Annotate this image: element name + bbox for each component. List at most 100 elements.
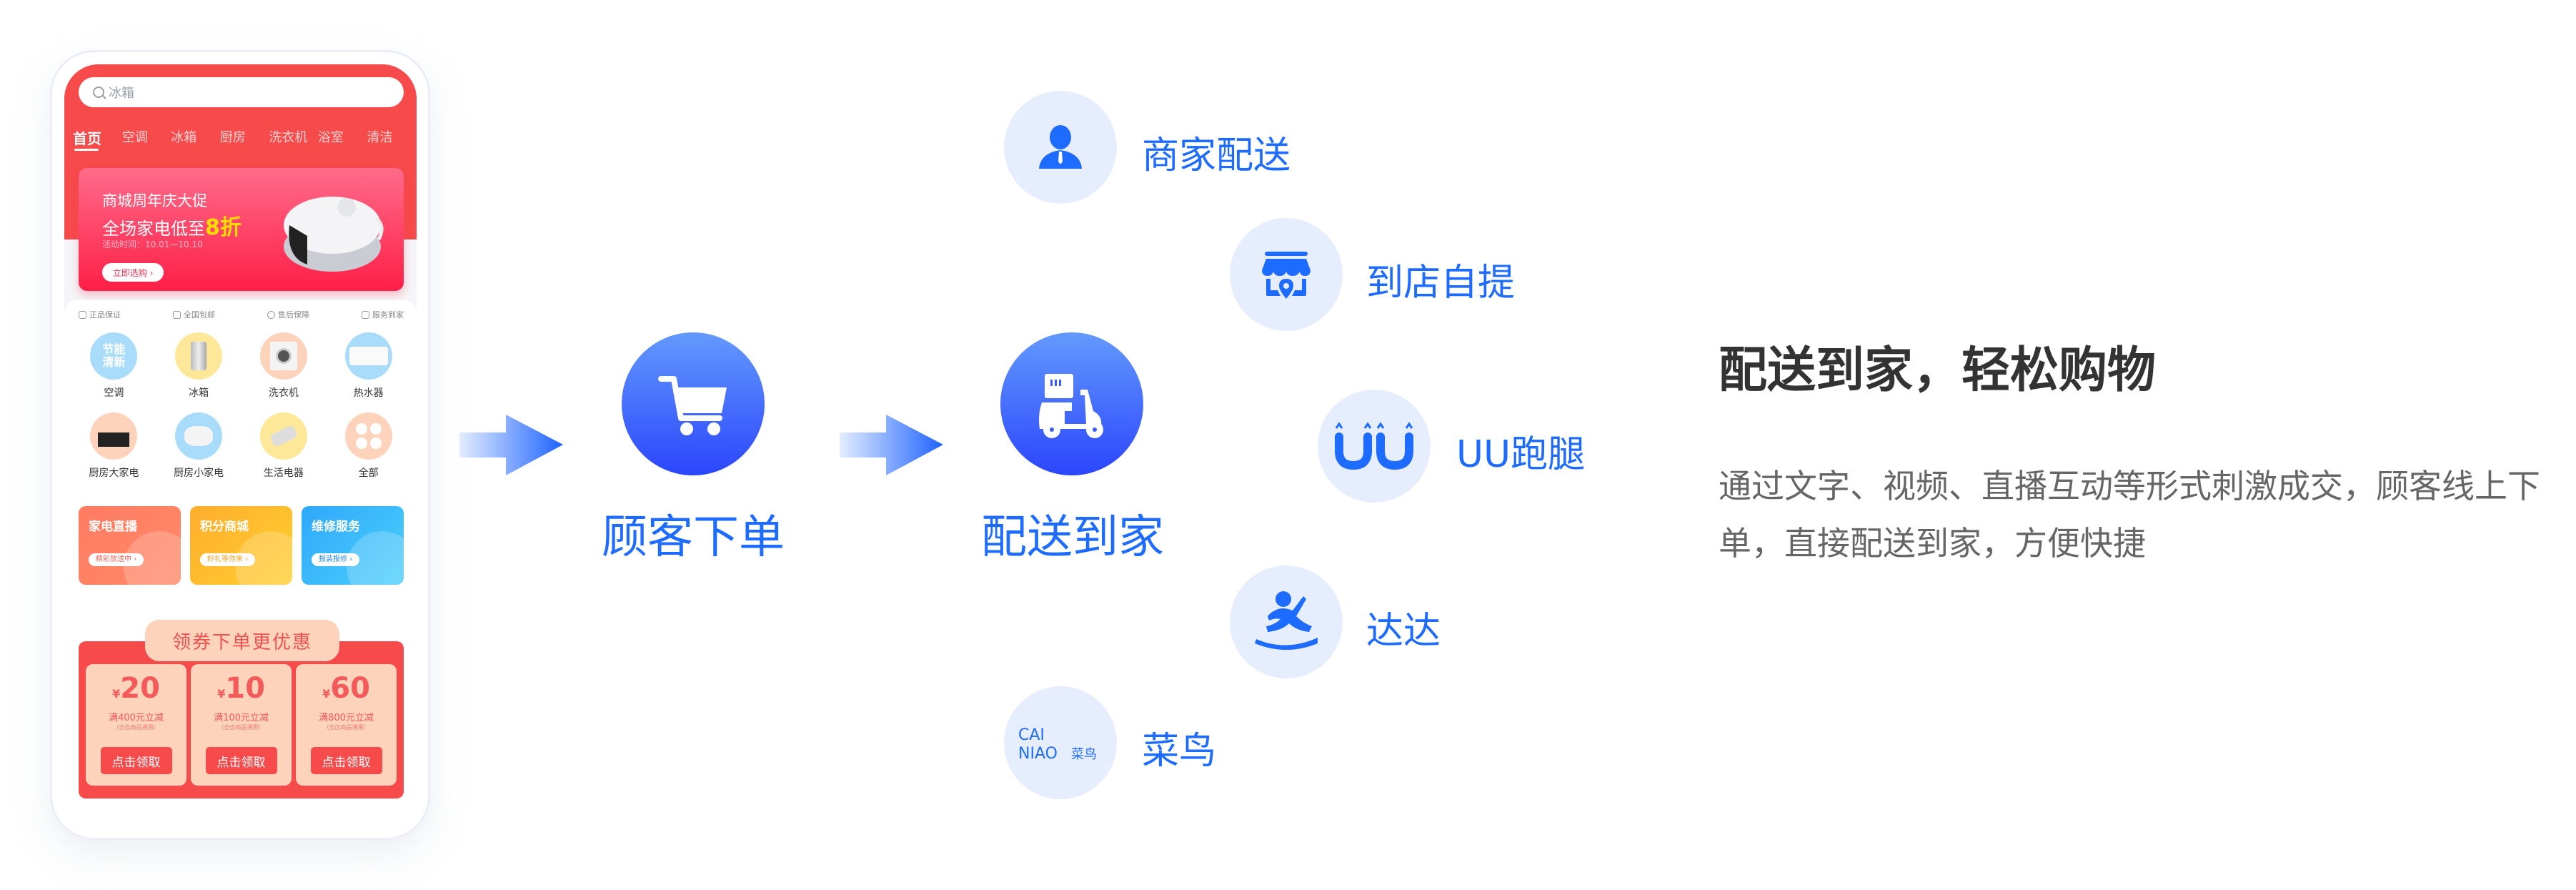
energy-badge: 节能清新 bbox=[102, 342, 126, 369]
category-label: 全部 bbox=[358, 468, 379, 479]
phone-mockup: 冰箱 首页 空调 冰箱 厨房 洗衣机 浴室 清洁 商城周年庆大促 全场家电低至8… bbox=[50, 50, 430, 840]
tab-kitchen[interactable]: 厨房 bbox=[219, 130, 246, 145]
option-merchant-circle bbox=[1004, 91, 1117, 204]
content-card: 正品保证 全国包邮 售后保障 服务到家 节能清新空调 冰箱 洗衣机 热水器 厨房… bbox=[64, 300, 417, 822]
uu-logo-icon bbox=[1335, 422, 1413, 470]
promo-banner[interactable]: 商城周年庆大促 全场家电低至8折 活动时间：10.01—10.10 立即选购 › bbox=[79, 168, 404, 291]
cainiao-logo-icon: CAI NIAO 菜鸟 bbox=[1018, 726, 1097, 763]
coupon-card: ¥20 满400元立减 （全店商品通用） 点击领取 bbox=[86, 664, 187, 786]
promo-title: 积分商城 bbox=[200, 520, 249, 534]
search-placeholder: 冰箱 bbox=[109, 86, 134, 101]
banner-subtitle-text: 全场家电低至 bbox=[102, 219, 205, 239]
category-life-appliance[interactable]: 生活电器 bbox=[242, 412, 327, 480]
category-washer[interactable]: 洗衣机 bbox=[242, 332, 327, 400]
banner-period: 活动时间：10.01—10.10 bbox=[102, 239, 203, 249]
option-uu-circle bbox=[1318, 390, 1431, 503]
promo-title: 家电直播 bbox=[89, 520, 137, 534]
badge-label: 售后保障 bbox=[278, 310, 309, 320]
tab-washer[interactable]: 洗衣机 bbox=[269, 130, 308, 145]
tab-home[interactable]: 首页 bbox=[73, 127, 122, 156]
tab-bathroom[interactable]: 浴室 bbox=[317, 130, 344, 145]
order-step-label: 顾客下单 bbox=[602, 511, 785, 564]
promo-cards: 家电直播 精彩放送中 › 积分商城 好礼等你来 › 维修服务 报装报修 › bbox=[79, 506, 404, 585]
svg-text:CAI: CAI bbox=[1018, 726, 1045, 744]
coupon-note: （全店商品通用） bbox=[323, 724, 369, 731]
svg-text:菜鸟: 菜鸟 bbox=[1071, 747, 1097, 762]
promo-title: 维修服务 bbox=[312, 520, 360, 534]
claim-coupon-button[interactable]: 点击领取 bbox=[310, 747, 382, 774]
currency-symbol: ¥ bbox=[112, 687, 121, 701]
promo-repair[interactable]: 维修服务 报装报修 › bbox=[302, 506, 404, 585]
promo-cta[interactable]: 报装报修 › bbox=[312, 553, 360, 566]
category-water-heater[interactable]: 热水器 bbox=[326, 332, 411, 400]
coupon-condition: 满100元立减 bbox=[214, 713, 269, 723]
promo-live[interactable]: 家电直播 精彩放送中 › bbox=[79, 506, 181, 585]
phone-screen: 冰箱 首页 空调 冰箱 厨房 洗衣机 浴室 清洁 商城周年庆大促 全场家电低至8… bbox=[64, 64, 417, 822]
banner-subtitle: 全场家电低至8折 bbox=[102, 209, 242, 241]
badge-label: 正品保证 bbox=[89, 310, 121, 320]
coupon-amount: ¥60 bbox=[322, 673, 370, 710]
flow-arrow-icon bbox=[459, 415, 563, 475]
option-cainiao-circle: CAI NIAO 菜鸟 bbox=[1004, 686, 1117, 799]
promo-cta[interactable]: 好礼等你来 › bbox=[200, 553, 256, 566]
coupon-note: （全店商品通用） bbox=[113, 724, 159, 731]
shield-check-icon bbox=[79, 310, 86, 319]
coupon-amount: ¥20 bbox=[112, 673, 160, 710]
merchant-person-icon bbox=[1039, 125, 1082, 169]
promo-cta[interactable]: 精彩放送中 › bbox=[89, 553, 144, 566]
range-hood-icon bbox=[90, 412, 138, 460]
category-kitchen-large[interactable]: 厨房大家电 bbox=[71, 412, 156, 480]
category-label: 热水器 bbox=[353, 387, 384, 399]
promo-points[interactable]: 积分商城 好礼等你来 › bbox=[190, 506, 292, 585]
washer-icon bbox=[259, 332, 307, 380]
badge-home-service: 服务到家 bbox=[362, 309, 404, 320]
coupon-condition: 满800元立减 bbox=[319, 713, 374, 723]
delivery-scooter-icon bbox=[1039, 374, 1103, 438]
banner-discount: 8折 bbox=[205, 215, 242, 240]
rice-cooker-icon bbox=[175, 412, 223, 460]
tab-air-conditioner[interactable]: 空调 bbox=[121, 130, 148, 145]
category-icon: 节能清新 bbox=[90, 332, 138, 380]
currency-symbol: ¥ bbox=[217, 687, 226, 701]
option-dada-label: 达达 bbox=[1366, 610, 1441, 653]
store-pickup-icon bbox=[1262, 252, 1311, 299]
search-input[interactable]: 冰箱 bbox=[79, 77, 404, 107]
banner-title: 商城周年庆大促 bbox=[102, 192, 207, 209]
category-air-conditioner[interactable]: 节能清新空调 bbox=[71, 332, 156, 400]
house-icon bbox=[362, 310, 369, 319]
coupon-condition: 满400元立减 bbox=[109, 713, 164, 723]
tab-fridge[interactable]: 冰箱 bbox=[171, 130, 197, 145]
category-all[interactable]: 全部 bbox=[326, 412, 411, 480]
badge-after-sales: 售后保障 bbox=[267, 309, 309, 320]
claim-coupon-button[interactable]: 点击领取 bbox=[205, 747, 277, 774]
truck-icon bbox=[173, 310, 181, 319]
claim-coupon-button[interactable]: 点击领取 bbox=[100, 747, 172, 774]
amount-value: 10 bbox=[225, 672, 265, 705]
section-heading: 配送到家，轻松购物 bbox=[1719, 342, 2157, 399]
category-label: 洗衣机 bbox=[268, 387, 299, 399]
tab-cleaning[interactable]: 清洁 bbox=[367, 130, 393, 145]
section-description: 通过文字、视频、直播互动等形式刺激成交，顾客线上下单，直接配送到家，方便快捷 bbox=[1719, 467, 2540, 563]
grid-all-icon bbox=[344, 412, 392, 460]
shopping-cart-icon bbox=[658, 376, 727, 435]
option-uu-label: UU跑腿 bbox=[1456, 433, 1586, 476]
coupon-card: ¥10 满100元立减 （全店商品通用） 点击领取 bbox=[191, 664, 292, 786]
amount-value: 60 bbox=[330, 672, 370, 705]
category-fridge[interactable]: 冰箱 bbox=[156, 332, 242, 400]
coupon-note: （全店商品通用） bbox=[218, 724, 264, 731]
dada-runner-icon bbox=[1255, 591, 1318, 650]
fridge-icon bbox=[175, 332, 223, 380]
coupon-section: 领券下单更优惠 ¥20 满400元立减 （全店商品通用） 点击领取 ¥10 满1… bbox=[79, 620, 404, 798]
badge-label: 服务到家 bbox=[372, 310, 404, 320]
option-dada-circle bbox=[1230, 565, 1343, 678]
shop-now-button[interactable]: 立即选购 › bbox=[102, 263, 164, 282]
delivery-step-label: 配送到家 bbox=[981, 511, 1164, 564]
coupon-card: ¥60 满800元立减 （全店商品通用） 点击领取 bbox=[296, 664, 397, 786]
search-icon bbox=[93, 86, 104, 98]
amount-value: 20 bbox=[120, 672, 160, 705]
category-label: 厨房大家电 bbox=[89, 468, 139, 479]
category-tabs: 首页 空调 冰箱 厨房 洗衣机 浴室 清洁 bbox=[73, 127, 416, 156]
category-kitchen-small[interactable]: 厨房小家电 bbox=[156, 412, 242, 480]
rice-cooker-image bbox=[284, 197, 384, 272]
svg-text:NIAO: NIAO bbox=[1018, 745, 1058, 763]
